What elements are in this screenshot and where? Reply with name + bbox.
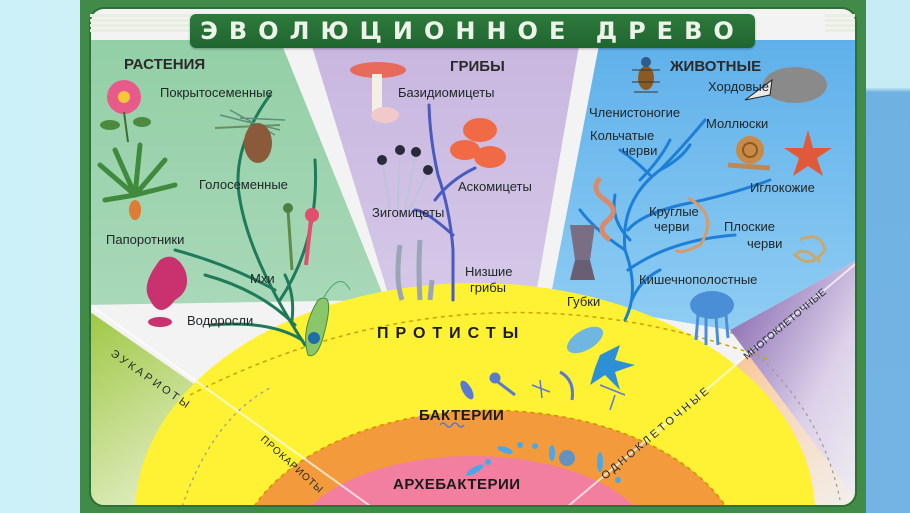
taxon-mosses: Мхи: [250, 271, 275, 286]
animals-tree: [578, 118, 772, 322]
taxon-algae: Водоросли: [187, 313, 254, 328]
protists-label: ПРОТИСТЫ: [377, 325, 526, 342]
taxon-ascomycetes: Аскомицеты: [458, 179, 532, 194]
moss-icon: [283, 203, 319, 271]
sponge-icon: [570, 225, 595, 280]
poster-title-bar: ЭВОЛЮЦИОННОЕ ДРЕВО: [190, 14, 755, 48]
taxon-molluscs: Моллюски: [706, 116, 769, 131]
taxon-annelids-1: Кольчатые: [590, 128, 655, 143]
multicellular-band: [730, 255, 856, 506]
archaea-icon: [466, 442, 621, 483]
taxon-cnidarians: Кишечнополостные: [639, 272, 758, 287]
starfish-icon: [784, 130, 832, 176]
earthworm-icon: [593, 176, 616, 243]
paramecium-icon: [566, 326, 604, 354]
taxon-roundworms-1: Круглые: [649, 204, 699, 219]
taxon-lower-fungi-1: Низшие: [465, 264, 513, 279]
fungi-tree: [413, 103, 477, 302]
rose-icon: [100, 80, 151, 143]
roundworm-icon: [673, 196, 710, 254]
jellyfish-icon: [690, 291, 734, 346]
euglena-icon: [305, 281, 351, 357]
taxon-gymnosperms: Голосеменные: [199, 177, 288, 192]
title-stripes-right: [825, 14, 855, 36]
taxon-annelids-2: черви: [622, 143, 658, 158]
taxon-echinoderms: Иглокожие: [750, 180, 815, 195]
amoeba-icon: [590, 345, 635, 390]
beetle-icon: [632, 57, 660, 93]
archaea-label: АРХЕБАКТЕРИИ: [393, 476, 521, 493]
taxon-roundworms-2: черви: [654, 219, 690, 234]
taxon-flatworms-2: черви: [747, 236, 783, 251]
fungi-title: ГРИБЫ: [450, 58, 505, 75]
fern-icon: [97, 142, 178, 220]
snail-icon: [727, 136, 771, 171]
taxon-angiosperms: Покрытосеменные: [160, 85, 273, 100]
evolution-tree-poster: ЭУКАРИОТЫ ПРОКАРИОТЫ ОДНОКЛЕТОЧНЫЕ МНОГО…: [80, 0, 866, 513]
poster-title: ЭВОЛЮЦИОННОЕ ДРЕВО: [200, 17, 745, 45]
fly-agaric-icon: [350, 62, 406, 123]
background-wall: [860, 0, 910, 513]
taxon-arthropods: Членистоногие: [589, 105, 681, 120]
pine-cone-icon: [214, 109, 286, 163]
taxon-chordates: Хордовые: [708, 79, 769, 94]
plants-title: РАСТЕНИЯ: [124, 56, 206, 73]
title-stripes-left: [90, 14, 265, 36]
archaea-layer: [305, 455, 640, 506]
poster-artwork: ЭУКАРИОТЫ ПРОКАРИОТЫ ОДНОКЛЕТОЧНЫЕ МНОГО…: [89, 7, 857, 507]
taxon-lower-fungi-2: грибы: [470, 280, 507, 295]
taxon-flatworms-1: Плоские: [724, 219, 775, 234]
mold-icon: [377, 145, 433, 211]
peziza-icon: [450, 118, 506, 168]
bacteria-label: БАКТЕРИИ: [419, 407, 505, 424]
taxon-ferns: Папоротники: [106, 232, 185, 247]
taxon-basidiomycetes: Базидиомицеты: [398, 85, 495, 100]
badger-icon: [744, 67, 827, 103]
flatworm-icon: [792, 235, 827, 264]
bacteria-icon: [439, 370, 626, 428]
taxon-sponges: Губки: [567, 294, 601, 309]
taxon-zygomycetes: Зигомицеты: [372, 205, 445, 220]
chytrid-icon: [395, 239, 435, 301]
red-algae-icon: [146, 256, 188, 327]
animals-title: ЖИВОТНЫЕ: [670, 58, 762, 75]
